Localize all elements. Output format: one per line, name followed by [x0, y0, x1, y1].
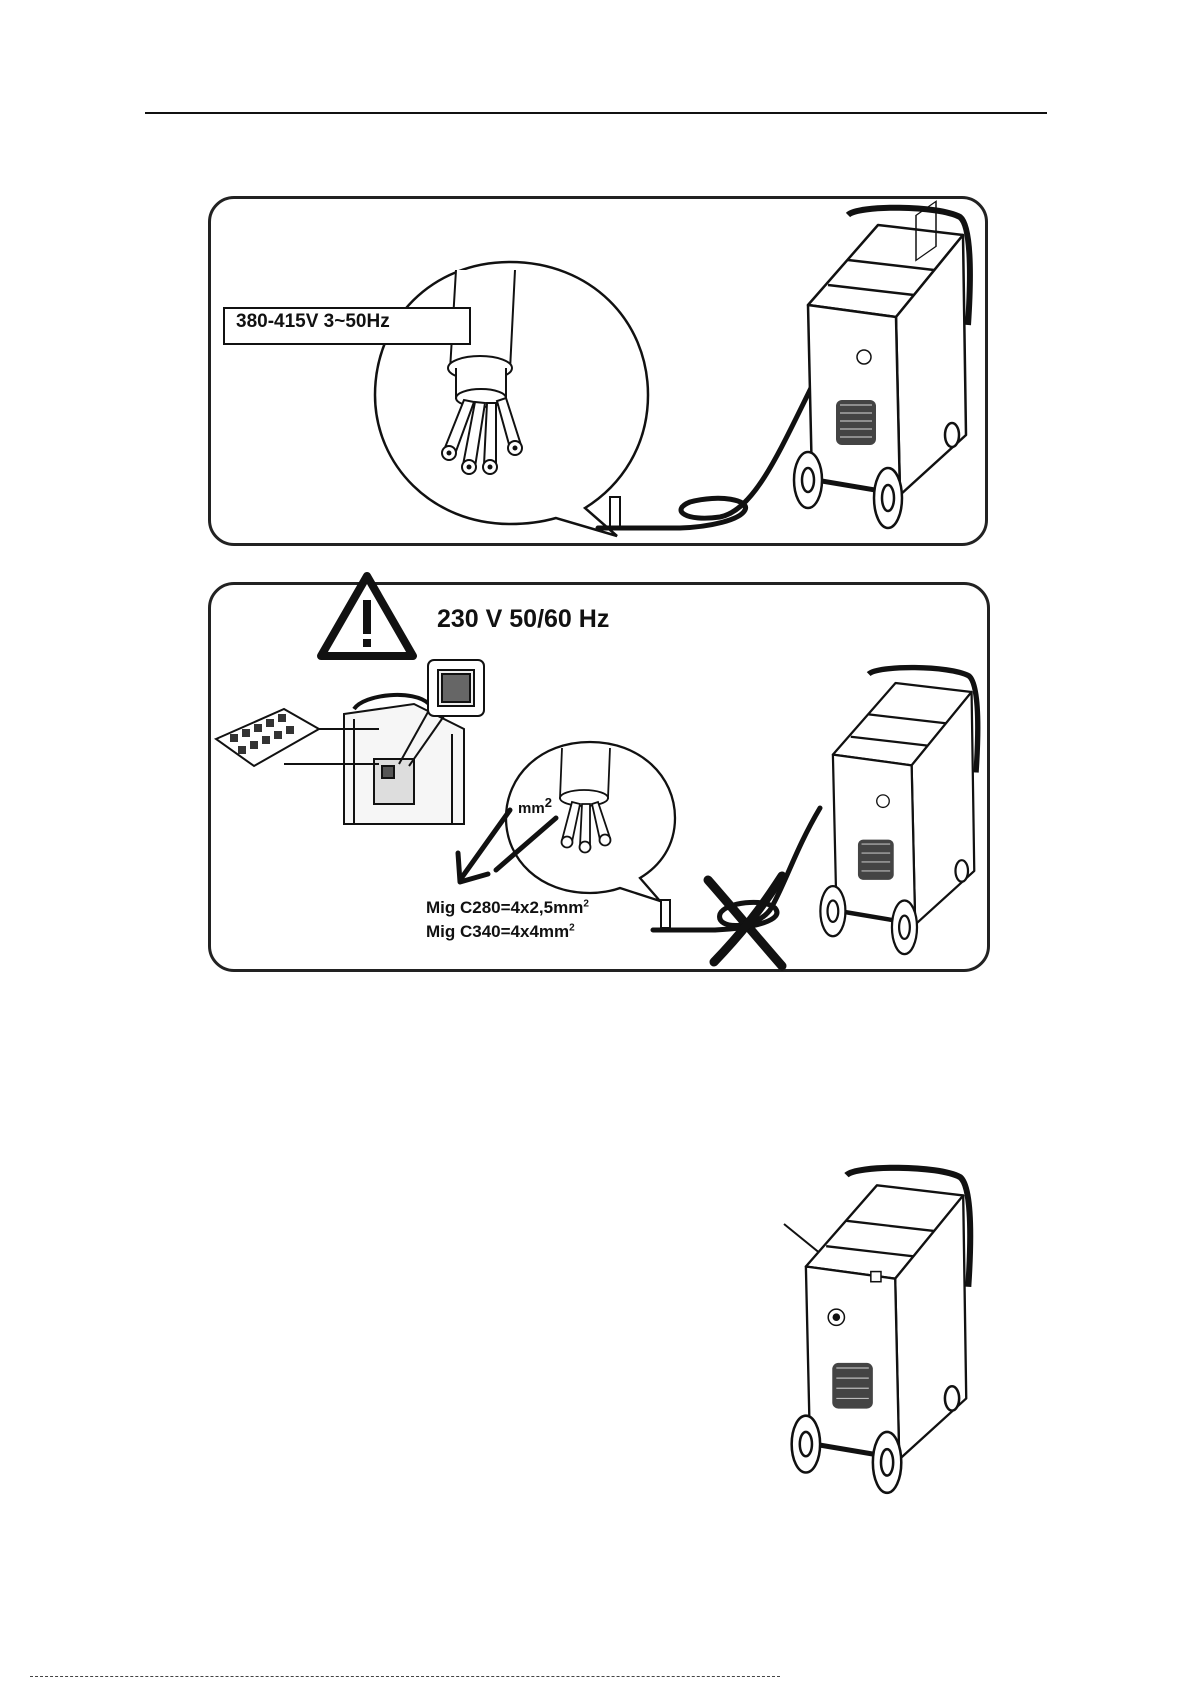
arrow-icon: [448, 798, 568, 898]
supply-voltage-label: 380-415V 3~50Hz: [236, 311, 390, 333]
power-cable-top: [590, 370, 820, 540]
header-rule: [145, 112, 1047, 114]
footer-rule: [30, 1676, 780, 1677]
welder-machine-bottom: [815, 665, 985, 965]
welder-machine-standalone: [772, 1165, 992, 1505]
welder-machine-top: [788, 205, 978, 540]
spec-line-c280: Mig C280=4x2,5mm2: [426, 898, 589, 918]
spec-line-c340: Mig C340=4x4mm2: [426, 922, 575, 942]
cross-out-icon: [700, 870, 800, 970]
warning-voltage-label: 230 V 50/60 Hz: [437, 605, 609, 634]
warning-triangle-icon: [317, 572, 417, 660]
